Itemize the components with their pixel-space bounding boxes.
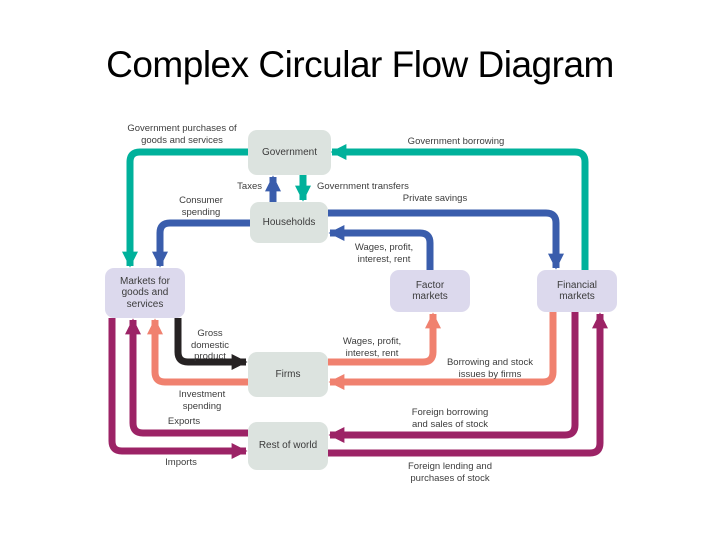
node-government-label: Government — [261, 146, 318, 158]
label-imports: Imports — [165, 457, 197, 468]
label-private-savings: Private savings — [402, 193, 468, 204]
node-rest-of-world-label: Rest of world — [258, 440, 318, 452]
page-title: Complex Circular Flow Diagram — [106, 44, 614, 85]
node-markets-label: Markets for goods and services — [119, 275, 170, 310]
flow-wages-from-firms-arrow — [328, 312, 441, 366]
node-factor-markets-label: Factor markets — [412, 279, 448, 303]
flow-imports-arrow — [108, 318, 248, 459]
node-government: Government — [248, 130, 331, 175]
label-government-borrowing: Government borrowing — [407, 136, 505, 147]
label-investment-spending: Investment spending — [178, 389, 226, 412]
flow-gross-domestic-product-arrow — [174, 318, 248, 370]
node-markets-for-goods-and-services: Markets for goods and services — [105, 268, 185, 318]
node-households-label: Households — [262, 216, 316, 228]
flow-borrowing-by-firms-arrow — [328, 312, 557, 390]
node-factor-markets: Factor markets — [390, 270, 470, 312]
flow-wages-to-households-arrow — [328, 225, 434, 270]
node-firms-label: Firms — [275, 368, 301, 380]
label-taxes: Taxes — [237, 181, 262, 192]
node-rest-of-world: Rest of world — [248, 422, 328, 470]
label-foreign-borrowing: Foreign borrowing and sales of stock — [411, 407, 489, 430]
flow-private-savings-arrow — [328, 209, 564, 270]
label-exports: Exports — [167, 416, 201, 427]
flow-foreign-borrowing-arrow — [328, 312, 579, 443]
label-borrowing-by-firms: Borrowing and stock issues by firms — [446, 357, 534, 380]
flow-consumer-spending-arrow — [152, 219, 250, 268]
flow-exports-arrow — [125, 318, 248, 437]
node-financial-markets-label: Financial markets — [556, 279, 598, 303]
label-wages-to-households: Wages, profit, interest, rent — [354, 242, 414, 265]
label-gross-domestic-product: Gross domestic product — [190, 328, 230, 362]
flow-investment-spending-arrow — [147, 318, 248, 386]
node-households: Households — [250, 202, 328, 243]
label-government-purchases: Government purchases of goods and servic… — [127, 123, 237, 146]
label-consumer-spending: Consumer spending — [179, 195, 223, 218]
label-foreign-lending: Foreign lending and purchases of stock — [408, 461, 492, 484]
flow-foreign-lending-arrow — [328, 312, 608, 457]
label-wages-from-firms: Wages, profit, interest, rent — [342, 336, 402, 359]
flow-government-borrowing-arrow — [330, 144, 589, 270]
node-financial-markets: Financial markets — [537, 270, 617, 312]
label-government-transfers: Government transfers — [317, 181, 409, 192]
flow-government-purchases-arrow — [122, 148, 248, 268]
node-firms: Firms — [248, 352, 328, 397]
